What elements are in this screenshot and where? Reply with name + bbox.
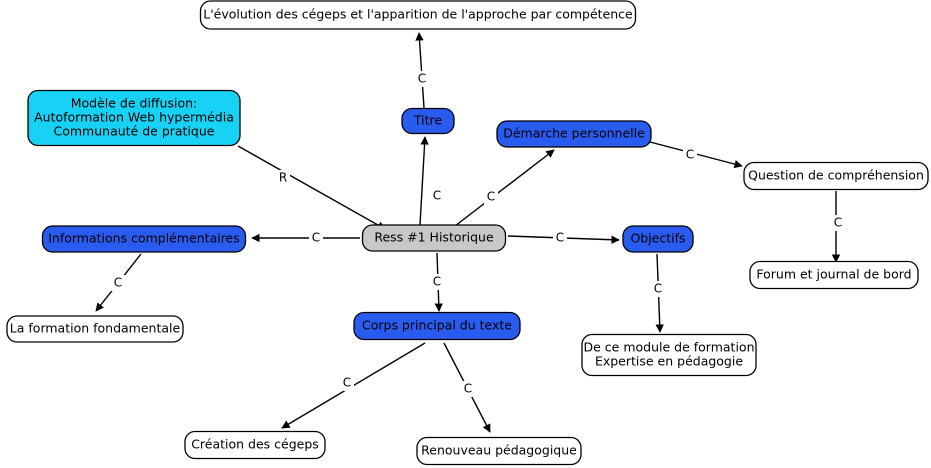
edge-label-backdrop — [461, 381, 475, 397]
node-formation-fond[interactable]: La formation fondamentale — [6, 315, 184, 343]
edge-label: C — [686, 148, 694, 162]
edge-label: C — [433, 275, 441, 289]
node-shape[interactable] — [199, 0, 637, 30]
edge-label: C — [433, 189, 441, 203]
edge-label-backdrop — [553, 230, 567, 246]
edge-label-backdrop — [415, 71, 429, 87]
edges-layer: C C R C C C C C C C C C C — [95, 32, 845, 433]
edge-ress-to-demarche: C — [454, 149, 555, 227]
edge-label: C — [556, 231, 564, 245]
edge-label-backdrop — [430, 188, 444, 204]
node-forum[interactable]: Forum et journal de bord — [749, 260, 919, 290]
node-label: L'évolution des cégeps et l'apparition d… — [203, 7, 633, 22]
edge-line — [454, 149, 555, 227]
node-label: Expertise en pédagogie — [595, 354, 743, 369]
edge-label-backdrop — [683, 147, 697, 163]
edge-label-backdrop — [831, 215, 845, 231]
node-shape[interactable] — [27, 89, 241, 147]
nodes-layer: L'évolution des cégeps et l'apparition d… — [6, 0, 929, 466]
edge-titre-to-evolution: C — [415, 32, 429, 109]
node-label: Renouveau pédagogique — [421, 443, 577, 458]
node-shape[interactable] — [6, 315, 184, 343]
edge-ress-to-titre: C — [419, 136, 444, 226]
node-titre[interactable]: Titre — [401, 107, 455, 135]
edge-question-to-forum: C — [831, 191, 845, 263]
node-shape[interactable] — [496, 120, 652, 148]
node-label: La formation fondamentale — [10, 321, 181, 336]
node-label: Ress #1 Historique — [374, 230, 494, 245]
edge-line — [419, 136, 429, 226]
edge-label: C — [312, 231, 320, 245]
edge-label: C — [343, 376, 351, 390]
node-evolution[interactable]: L'évolution des cégeps et l'apparition d… — [199, 0, 637, 30]
node-question[interactable]: Question de compréhension — [743, 161, 929, 191]
edge-label: C — [487, 190, 495, 204]
edge-label: C — [114, 276, 122, 290]
node-shape[interactable] — [41, 225, 247, 253]
node-label: Forum et journal de bord — [756, 267, 911, 282]
node-shape[interactable] — [749, 260, 919, 290]
node-label: Modèle de diffusion: — [71, 96, 198, 111]
edge-label-backdrop — [111, 275, 125, 291]
node-shape[interactable] — [622, 225, 694, 253]
node-shape[interactable] — [743, 161, 929, 191]
edge-ress-to-objectifs: C — [507, 230, 620, 246]
edge-label-backdrop — [651, 281, 665, 297]
node-label: De ce module de formation — [584, 340, 755, 355]
node-creation[interactable]: Création des cégeps — [184, 430, 326, 460]
node-objectifs[interactable]: Objectifs — [622, 225, 694, 253]
node-label: Autoformation Web hypermédia — [34, 110, 234, 125]
node-label: Communauté de pratique — [54, 124, 215, 139]
edge-line — [415, 32, 425, 109]
edge-label: R — [279, 171, 287, 185]
edge-ress-to-corps: C — [430, 252, 444, 312]
edge-line — [237, 145, 386, 230]
node-label: Titre — [413, 113, 442, 128]
node-infos[interactable]: Informations complémentaires — [41, 225, 247, 253]
node-renouveau[interactable]: Renouveau pédagogique — [416, 436, 582, 466]
node-shape[interactable] — [361, 224, 507, 252]
node-label: Objectifs — [630, 231, 685, 246]
edge-corps-to-creation: C — [281, 342, 426, 429]
edge-label-backdrop — [276, 170, 290, 186]
node-demarche[interactable]: Démarche personnelle — [496, 120, 652, 148]
node-modele[interactable]: Modèle de diffusion:Autoformation Web hy… — [27, 89, 241, 147]
edge-label: C — [418, 72, 426, 86]
edge-objectifs-to-module: C — [651, 253, 665, 333]
edge-label: C — [464, 382, 472, 396]
edge-label-backdrop — [340, 375, 354, 391]
edge-label-backdrop — [309, 230, 323, 246]
node-shape[interactable] — [416, 436, 582, 466]
node-shape[interactable] — [581, 333, 757, 377]
node-label: Informations complémentaires — [48, 231, 240, 246]
edge-label: C — [834, 216, 842, 230]
node-shape[interactable] — [353, 311, 521, 341]
edge-label-backdrop — [430, 274, 444, 290]
edge-modele-to-ress: R — [237, 145, 386, 230]
node-shape[interactable] — [184, 430, 326, 460]
node-shape[interactable] — [401, 107, 455, 135]
edge-ress-to-infos: C — [251, 230, 360, 246]
node-label: Démarche personnelle — [503, 126, 645, 141]
node-label: Question de compréhension — [748, 168, 924, 183]
edge-label: C — [654, 282, 662, 296]
edge-infos-to-formation-fond: C — [95, 253, 142, 312]
node-label: Création des cégeps — [191, 437, 319, 452]
node-ress[interactable]: Ress #1 Historique — [361, 224, 507, 252]
node-corps[interactable]: Corps principal du texte — [353, 311, 521, 341]
edge-corps-to-renouveau: C — [443, 342, 491, 433]
edge-label-backdrop — [484, 189, 498, 205]
node-label: Corps principal du texte — [362, 318, 512, 333]
edge-demarche-to-question: C — [649, 141, 743, 169]
